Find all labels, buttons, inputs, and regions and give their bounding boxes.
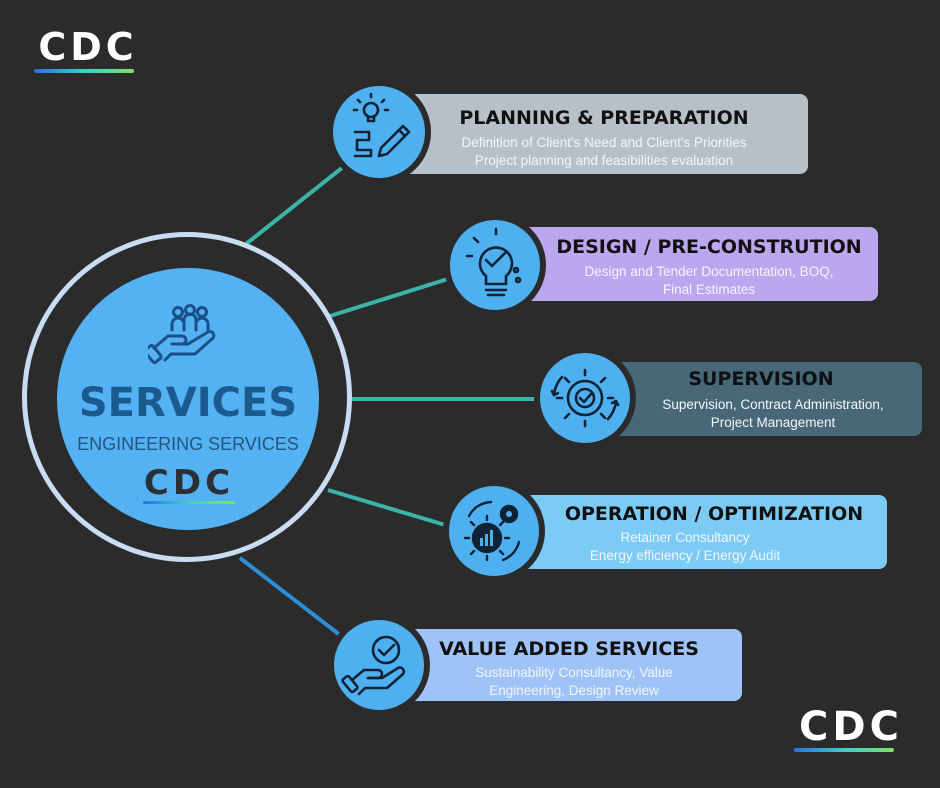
service-title: SUPERVISION <box>688 368 834 390</box>
service-desc-line: Engineering, Design Review <box>489 683 659 698</box>
service-desc-line: Sustainability Consultancy, Value <box>475 665 673 680</box>
service-desc-line: Energy efficiency / Energy Audit <box>589 548 781 563</box>
service-desc-line: Definition of Client's Need and Client's… <box>461 135 747 150</box>
service-title: DESIGN / PRE-CONSTRUTION <box>556 236 862 258</box>
service-title: PLANNING & PREPARATION <box>459 107 749 129</box>
service-desc-line: Supervision, Contract Administration, <box>662 397 884 412</box>
logo-lettering: CDC <box>799 704 903 750</box>
connector-planning <box>244 150 364 246</box>
service-card-planning: PLANNING & PREPARATION Definition of Cli… <box>382 94 808 174</box>
service-card-operation: OPERATION / OPTIMIZATION Retainer Consul… <box>512 495 887 569</box>
center-hub: SERVICES ENGINEERING SERVICES CDC <box>57 268 319 530</box>
service-desc-line: Project Management <box>710 415 836 430</box>
people-hand-icon <box>148 304 228 368</box>
center-logo: CDC <box>129 462 249 512</box>
service-desc-line: Final Estimates <box>662 282 756 297</box>
service-card-supervision: SUPERVISION Supervision, Contract Admini… <box>600 362 922 436</box>
lightbulb-pencil-icon <box>333 86 425 178</box>
hand-check-icon <box>334 620 424 710</box>
brand-logo-top: CDC <box>26 22 150 78</box>
service-desc-line: Retainer Consultancy <box>620 530 750 545</box>
connector-design <box>329 270 471 318</box>
service-title: OPERATION / OPTIMIZATION <box>564 503 864 525</box>
center-subtitle: ENGINEERING SERVICES <box>77 434 299 454</box>
brand-logo-bottom: CDC <box>786 702 916 762</box>
service-card-value: VALUE ADDED SERVICES Sustainability Cons… <box>396 629 742 701</box>
connector-operation <box>327 488 463 532</box>
gears-chart-icon <box>449 486 539 576</box>
center-title: SERVICES <box>78 380 298 426</box>
service-desc-line: Design and Tender Documentation, BOQ, <box>584 264 834 279</box>
logo-lettering: CDC <box>38 25 137 69</box>
service-desc-line: Project planning and feasibilities evalu… <box>474 153 734 168</box>
service-title: VALUE ADDED SERVICES <box>439 638 699 660</box>
gear-check-icon <box>540 353 630 443</box>
service-card-design: DESIGN / PRE-CONSTRUTION Design and Tend… <box>512 227 878 301</box>
connector-value <box>238 556 364 654</box>
center-ring <box>22 232 352 562</box>
lightbulb-check-icon <box>450 220 540 310</box>
center-logo-lettering: CDC <box>144 463 234 503</box>
